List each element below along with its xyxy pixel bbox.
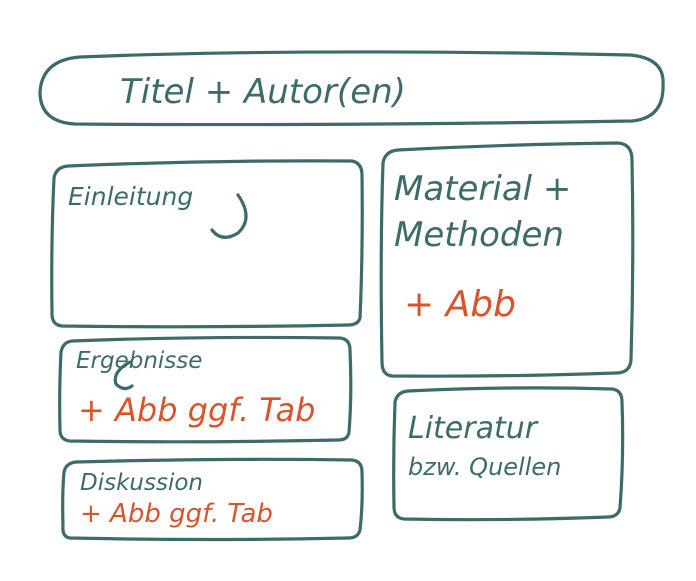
introduction-flourish [210, 193, 248, 239]
results-box [58, 335, 353, 444]
results-label: Ergebnisse [76, 348, 202, 374]
methods-figure-note: + Abb [404, 284, 516, 325]
title-label: Titel + Autor(en) [120, 72, 406, 112]
introduction-block: Einleitung [50, 159, 364, 329]
introduction-label: Einleitung [68, 182, 193, 211]
discussion-label: Diskussion [80, 470, 203, 496]
title-block: Titel + Autor(en) [38, 50, 665, 127]
results-flourish [113, 360, 134, 391]
methods-label-line2: Methoden [394, 215, 564, 255]
results-figure-note: + Abb ggf. Tab [78, 391, 315, 429]
references-box [392, 386, 625, 522]
references-label-line2: bzw. Quellen [408, 453, 561, 481]
methods-box [379, 141, 635, 378]
results-block: Ergebnisse + Abb ggf. Tab [58, 335, 353, 444]
introduction-box [50, 159, 364, 329]
methods-block: Material + Methoden + Abb [379, 141, 635, 378]
references-block: Literatur bzw. Quellen [392, 386, 625, 522]
discussion-box [61, 457, 364, 542]
discussion-block: Diskussion + Abb ggf. Tab [61, 457, 364, 542]
methods-label-line1: Material + [394, 169, 571, 209]
title-box [38, 50, 665, 127]
references-label-line1: Literatur [408, 411, 539, 446]
discussion-figure-note: + Abb ggf. Tab [80, 499, 273, 529]
